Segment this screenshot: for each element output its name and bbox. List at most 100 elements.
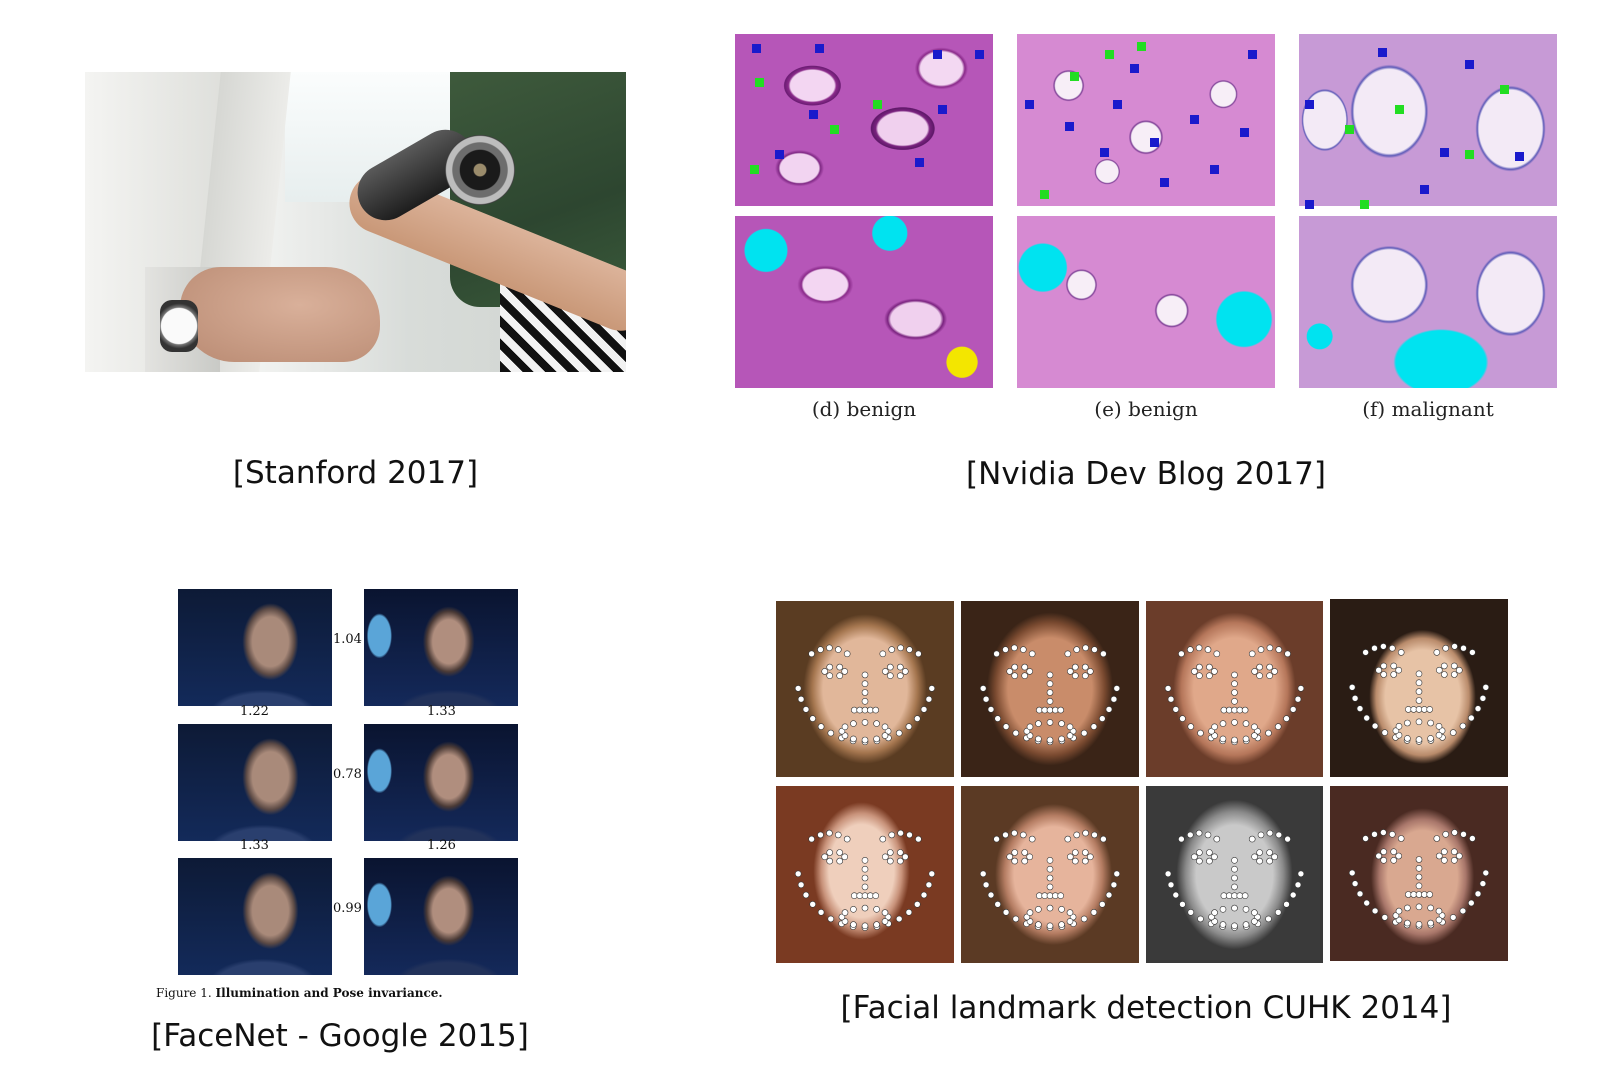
landmark-dot xyxy=(797,881,805,889)
landmark-dot xyxy=(1289,891,1297,899)
landmark-dot xyxy=(895,729,903,737)
landmark-face-5 xyxy=(776,786,954,963)
landmark-dot xyxy=(1242,735,1250,743)
landmark-dot xyxy=(1479,695,1487,702)
histology-e-top xyxy=(1017,34,1275,206)
landmark-dot xyxy=(879,835,887,843)
landmark-dot xyxy=(1371,722,1379,730)
landmark-dot xyxy=(1231,874,1238,882)
landmark-dot xyxy=(1058,921,1065,928)
landmark-dot xyxy=(1375,666,1383,674)
landmark-dot xyxy=(1087,853,1094,861)
landmark-dot xyxy=(872,706,879,714)
landmark-dot xyxy=(1460,830,1467,838)
landmark-dot xyxy=(1113,870,1121,878)
facenet-distance-r2-left: 1.33 xyxy=(240,838,269,853)
landmark-dot xyxy=(817,723,825,730)
histology-e-bottom xyxy=(1017,216,1275,388)
histology-tag xyxy=(1500,85,1509,94)
landmark-dot xyxy=(993,835,1000,843)
landmark-face-4 xyxy=(1330,599,1508,777)
landmark-dot xyxy=(1415,882,1423,890)
landmark-dot xyxy=(1191,853,1198,861)
histology-tag xyxy=(933,50,942,59)
histology-tag xyxy=(1465,150,1474,159)
landmark-dot xyxy=(884,913,892,921)
histology-tag xyxy=(938,105,947,114)
landmark-dot xyxy=(851,892,858,899)
landmark-dot xyxy=(1110,695,1118,703)
landmark-dot xyxy=(994,901,1002,908)
histology-tag xyxy=(1248,50,1257,59)
landmark-dot xyxy=(826,672,834,679)
landmark-dot xyxy=(861,857,869,864)
landmark-dot xyxy=(867,706,874,714)
landmark-dot xyxy=(1380,848,1388,855)
landmark-dot xyxy=(1251,918,1258,925)
landmark-dot xyxy=(797,695,805,703)
landmark-dot xyxy=(817,646,824,653)
landmark-dot xyxy=(1451,671,1458,678)
landmark-dot xyxy=(1433,835,1441,842)
landmark-dot xyxy=(1289,706,1297,713)
landmark-dot xyxy=(887,663,894,671)
facenet-distance-r1-pair: 1.04 xyxy=(333,632,362,647)
landmark-dot xyxy=(809,901,817,908)
landmark-dot xyxy=(1451,857,1458,864)
caption-nvidia: [Nvidia Dev Blog 2017] xyxy=(966,456,1326,492)
histology-tag xyxy=(915,158,924,167)
landmark-dot xyxy=(1254,727,1261,735)
landmark-dot xyxy=(1436,852,1443,860)
landmark-dot xyxy=(1064,835,1072,843)
landmark-dot xyxy=(1482,684,1490,691)
histology-tag xyxy=(975,50,984,59)
landmark-dot xyxy=(1266,857,1273,865)
dermatoscope-lens xyxy=(445,135,515,205)
landmark-dot xyxy=(1167,695,1175,703)
landmark-dot xyxy=(809,715,817,722)
landmark-dot xyxy=(928,685,936,692)
landmark-dot xyxy=(920,706,928,713)
landmark-dot xyxy=(1395,723,1403,730)
landmark-dot xyxy=(1248,650,1256,658)
histology-tag xyxy=(1395,105,1404,114)
landmark-dot xyxy=(1283,901,1290,908)
landmark-dot xyxy=(887,849,894,856)
landmark-dot xyxy=(1256,849,1263,856)
landmark-dot xyxy=(1435,723,1443,730)
landmark-dot xyxy=(1105,706,1113,713)
landmark-dot xyxy=(1294,881,1302,889)
landmark-dot xyxy=(1187,723,1195,730)
histology-d-top xyxy=(735,34,993,206)
histology-tag xyxy=(752,44,761,53)
landmark-dot xyxy=(1090,723,1098,730)
landmark-dot xyxy=(1390,671,1398,678)
landmark-dot xyxy=(838,913,846,921)
landmark-dot xyxy=(1164,870,1172,878)
landmark-dot xyxy=(1297,870,1305,878)
landmark-dot xyxy=(1046,689,1054,696)
landmark-dot xyxy=(841,853,848,861)
landmark-dot xyxy=(1206,663,1213,671)
landmark-dot xyxy=(1204,646,1212,653)
doctor-hand xyxy=(180,267,380,362)
histology-tag xyxy=(1305,200,1314,209)
landmark-dot xyxy=(1441,671,1448,678)
landmark-dot xyxy=(1265,915,1272,923)
landmark-dot xyxy=(1046,883,1054,891)
landmark-dot xyxy=(915,650,922,658)
landmark-dot xyxy=(1073,831,1080,839)
landmark-dot xyxy=(1441,848,1448,855)
histology-tag xyxy=(815,44,824,53)
landmark-dot xyxy=(1390,662,1398,670)
histology-tag xyxy=(1465,60,1474,69)
landmark-dot xyxy=(887,672,894,679)
landmark-dot xyxy=(1164,685,1172,692)
histology-label-e: (e) benign xyxy=(1094,397,1198,421)
landmark-dot xyxy=(1231,904,1238,912)
landmark-dot xyxy=(1449,729,1457,736)
landmark-dot xyxy=(1427,904,1434,912)
landmark-dot xyxy=(1381,914,1389,921)
landmark-dots xyxy=(794,829,936,931)
landmark-dot xyxy=(1241,706,1249,714)
